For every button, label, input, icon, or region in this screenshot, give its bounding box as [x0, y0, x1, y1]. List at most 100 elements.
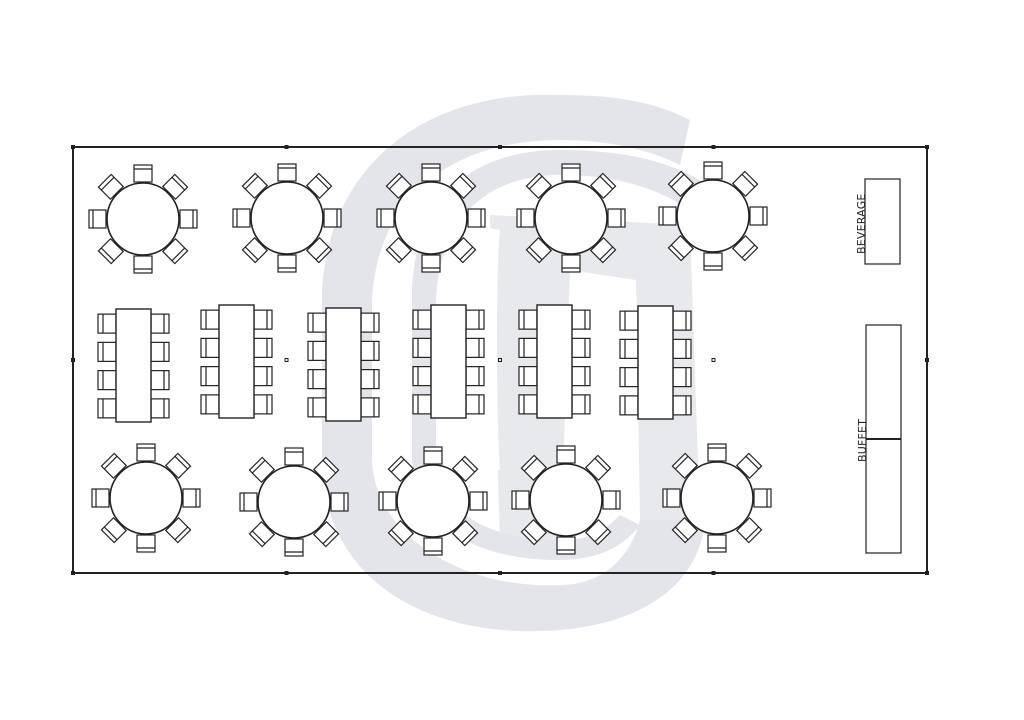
banquet-table — [412, 304, 485, 419]
chair — [671, 516, 699, 544]
chair — [589, 172, 617, 200]
banquet-table-top — [218, 304, 255, 419]
chair — [248, 520, 276, 548]
tent-pole-marker — [711, 571, 716, 575]
chair — [97, 173, 125, 201]
chair — [412, 394, 432, 415]
tent-pole-marker — [71, 145, 75, 149]
chair — [161, 173, 189, 201]
chair — [658, 206, 677, 226]
tent-pole-marker — [498, 358, 502, 362]
tent-pole-marker — [284, 145, 289, 149]
chair — [136, 534, 156, 553]
chair — [248, 456, 276, 484]
chair — [97, 341, 117, 362]
chair — [421, 163, 441, 182]
chair — [423, 446, 443, 465]
chair — [253, 394, 273, 415]
chair — [241, 172, 269, 200]
round-table — [232, 163, 342, 273]
banquet-table — [200, 304, 273, 419]
chair — [467, 208, 486, 228]
chair — [423, 537, 443, 556]
chair — [360, 340, 380, 361]
chair — [385, 172, 413, 200]
chair — [150, 313, 170, 334]
chair — [412, 366, 432, 387]
chair — [253, 309, 273, 330]
banquet-table-top — [115, 308, 152, 423]
chair — [277, 254, 297, 273]
chair — [707, 534, 727, 553]
chair — [307, 340, 327, 361]
chair — [556, 536, 576, 555]
chair — [518, 366, 538, 387]
chair — [667, 234, 695, 262]
service-stations — [864, 178, 902, 554]
chair — [571, 337, 591, 358]
chair — [239, 492, 258, 512]
chair — [449, 236, 477, 264]
chair — [449, 172, 477, 200]
tent-pole-marker — [284, 358, 289, 362]
chair — [284, 538, 304, 557]
tent-pole-marker — [284, 571, 289, 575]
chair — [133, 255, 153, 274]
chair — [284, 447, 304, 466]
chair — [360, 369, 380, 390]
round-table — [376, 163, 486, 273]
chair — [520, 454, 548, 482]
chair — [241, 236, 269, 264]
tent-boundary — [72, 146, 928, 574]
chair — [387, 455, 415, 483]
round-table — [378, 446, 488, 556]
round-table-top — [394, 181, 468, 255]
round-table-top — [106, 182, 180, 256]
chair — [511, 490, 530, 510]
chair — [412, 337, 432, 358]
chair — [97, 313, 117, 334]
round-table — [91, 443, 201, 553]
round-table — [239, 447, 349, 557]
chair — [672, 310, 692, 331]
chair — [385, 236, 413, 264]
chair — [360, 397, 380, 418]
chair — [749, 206, 768, 226]
chair — [465, 309, 485, 330]
chair — [619, 338, 639, 359]
chair — [376, 208, 395, 228]
chair — [150, 341, 170, 362]
chair — [330, 492, 349, 512]
chair — [571, 394, 591, 415]
tent-pole-marker — [711, 358, 716, 362]
chair — [136, 443, 156, 462]
chair — [150, 370, 170, 391]
chair — [662, 488, 681, 508]
banquet-table-top — [536, 304, 573, 419]
chair — [516, 208, 535, 228]
chair — [602, 490, 621, 510]
chair — [179, 209, 198, 229]
chair — [307, 369, 327, 390]
banquet-table — [307, 307, 380, 422]
chair — [525, 172, 553, 200]
banquet-table — [97, 308, 170, 423]
tent-outline — [71, 145, 929, 575]
chair — [421, 254, 441, 273]
chair — [571, 309, 591, 330]
round-table-top — [529, 463, 603, 537]
chair — [561, 163, 581, 182]
chair — [465, 337, 485, 358]
chair — [182, 488, 201, 508]
chair — [556, 445, 576, 464]
chair — [164, 516, 192, 544]
round-table — [511, 445, 621, 555]
chair — [589, 236, 617, 264]
chair — [253, 337, 273, 358]
chair — [305, 172, 333, 200]
chair — [619, 367, 639, 388]
chair — [97, 237, 125, 265]
chair — [667, 170, 695, 198]
chair — [707, 443, 727, 462]
